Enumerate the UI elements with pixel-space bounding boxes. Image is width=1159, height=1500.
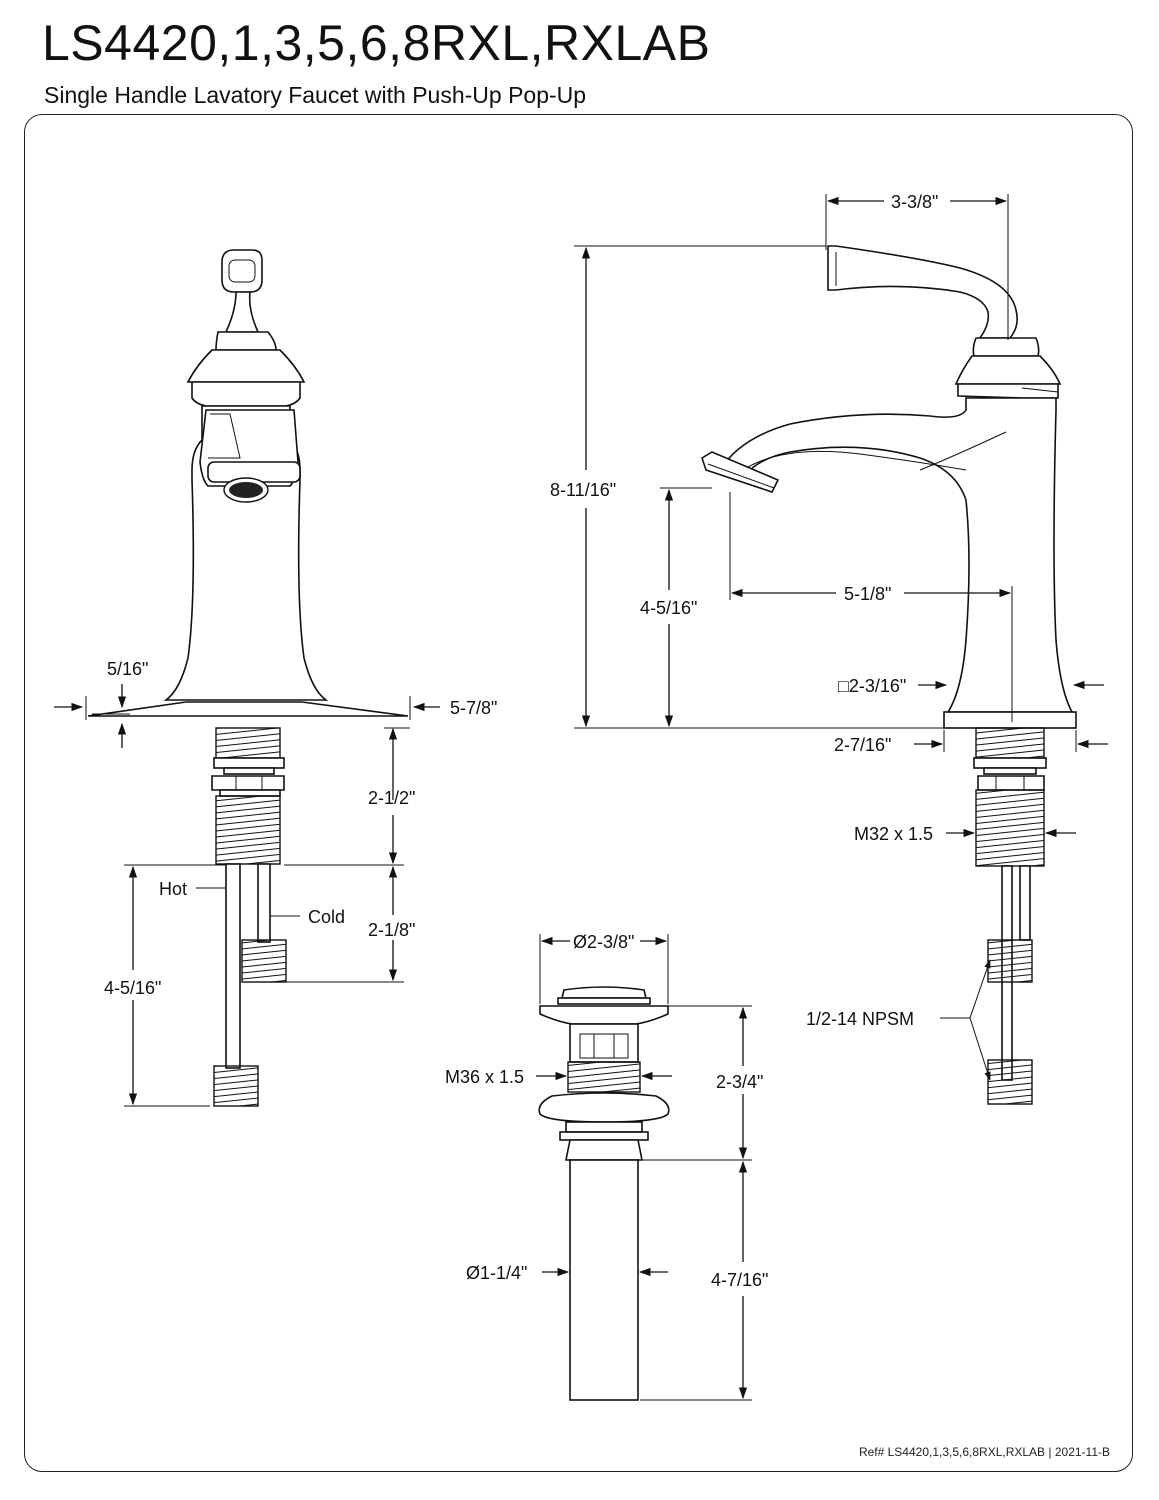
dim-tail-diameter: Ø1-1/4": [466, 1263, 527, 1283]
drawing-frame: [24, 114, 1133, 1472]
page-title: LS4420,1,3,5,6,8RXL,RXLAB: [42, 15, 711, 71]
dim-body-square: □2-3/16": [838, 676, 906, 696]
dim-thread: M32 x 1.5: [854, 824, 933, 844]
drain-assembly: [538, 986, 670, 1401]
dim-plate-thickness: 5/16": [107, 659, 148, 679]
dim-tail-length: 4-7/16": [711, 1270, 768, 1290]
side-view-faucet: [701, 245, 1077, 1105]
dim-spout-height: 4-5/16": [640, 598, 697, 618]
label-hot: Hot: [159, 879, 187, 899]
dim-supply-length: 4-5/16": [104, 978, 161, 998]
page-subtitle: Single Handle Lavatory Faucet with Push-…: [44, 82, 587, 108]
front-view-faucet: [87, 249, 409, 1107]
dim-cap-diameter: Ø2-3/8": [573, 932, 634, 952]
side-view-dimensions: 3-3/8" 8-11/16" 4-5/16" 5-1/8" □2-3/16" …: [550, 192, 1108, 1081]
dim-overall-height: 8-11/16": [550, 480, 616, 500]
drain-dimensions: Ø2-3/8" M36 x 1.5 2-3/4" Ø1-1/4" 4-7/16": [445, 932, 768, 1401]
dim-base-width: 2-7/16": [834, 735, 891, 755]
dim-tail-length: 2-1/8": [368, 920, 415, 940]
dim-body-height: 2-3/4": [716, 1072, 763, 1092]
reference-number: Ref# LS4420,1,3,5,6,8RXL,RXLAB | 2021-11…: [859, 1445, 1110, 1459]
front-view-dimensions: 5/16" 5-7/8" 2-1/2" 2-1/8" 4-5/16" Hot C…: [54, 659, 497, 1107]
dim-spout-reach: 5-1/8": [844, 584, 891, 604]
dim-plate-width: 5-7/8": [450, 698, 497, 718]
dim-supply-thread: 1/2-14 NPSM: [806, 1009, 914, 1029]
label-cold: Cold: [308, 907, 345, 927]
dim-body-thread: M36 x 1.5: [445, 1067, 524, 1087]
dim-handle-reach: 3-3/8": [891, 192, 938, 212]
dim-shank-length: 2-1/2": [368, 788, 415, 808]
